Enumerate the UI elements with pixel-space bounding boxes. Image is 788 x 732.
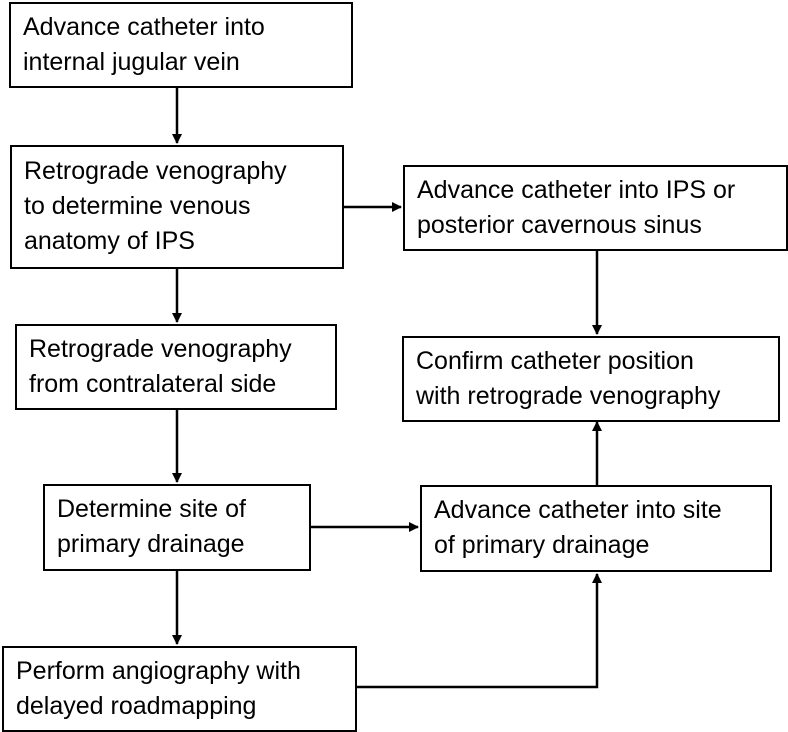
- step-retro-contralateral-line-2: from contralateral side: [29, 370, 277, 398]
- step-angiography-line-1: Perform angiography with: [16, 657, 301, 685]
- step-confirm-position: Confirm catheter position with retrograd…: [402, 336, 780, 422]
- step-advance-site: Advance catheter into site of primary dr…: [420, 485, 772, 572]
- step-advance-ijv: Advance catheter into internal jugular v…: [9, 2, 353, 88]
- step-advance-ips: Advance catheter into IPS or posterior c…: [403, 165, 788, 251]
- step-advance-ijv-line-1: Advance catheter into: [23, 13, 265, 41]
- step-advance-site-line-2: of primary drainage: [434, 531, 650, 559]
- step-determine-site-line-2: primary drainage: [57, 530, 245, 558]
- step-advance-ijv-line-2: internal jugular vein: [23, 48, 240, 76]
- step-advance-ips-line-2: posterior cavernous sinus: [417, 211, 702, 239]
- step-retro-contralateral-line-1: Retrograde venography: [29, 335, 292, 363]
- step-retro-contralateral: Retrograde venography from contralateral…: [15, 324, 337, 410]
- step-confirm-position-line-1: Confirm catheter position: [416, 347, 694, 375]
- step-advance-site-line-1: Advance catheter into site: [434, 496, 722, 524]
- step-retro-venography-line-3: anatomy of IPS: [24, 227, 195, 255]
- step-retro-venography-line-1: Retrograde venography: [24, 157, 287, 185]
- step-retro-venography: Retrograde venography to determine venou…: [10, 145, 344, 269]
- step-angiography-line-2: delayed roadmapping: [16, 692, 257, 720]
- step-confirm-position-line-2: with retrograde venography: [416, 382, 721, 410]
- step-angiography: Perform angiography with delayed roadmap…: [2, 646, 357, 732]
- step-retro-venography-line-2: to determine venous: [24, 192, 251, 220]
- step-advance-ips-line-1: Advance catheter into IPS or: [417, 176, 736, 204]
- step-determine-site: Determine site of primary drainage: [43, 484, 311, 571]
- step-determine-site-line-1: Determine site of: [57, 495, 246, 523]
- arrow-angiography-to-advance-site: [357, 573, 602, 689]
